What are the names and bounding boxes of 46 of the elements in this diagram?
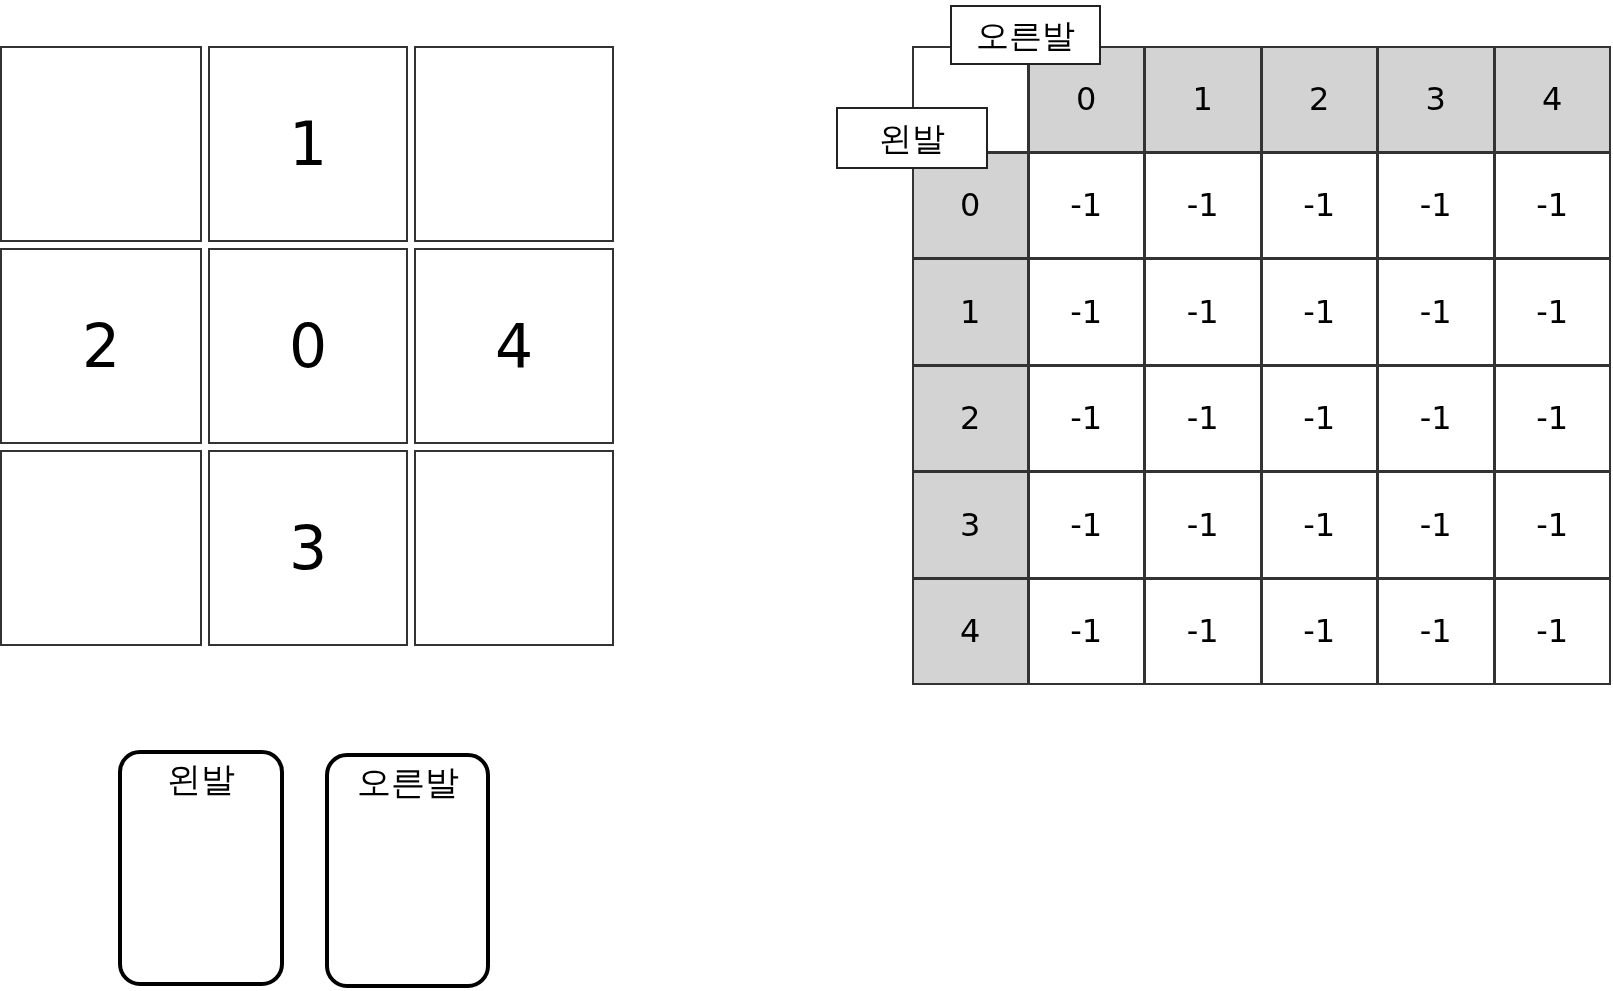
table-cell: -1 bbox=[1377, 471, 1495, 579]
grid-cell-box: 0 bbox=[208, 248, 408, 444]
table-header-cell: 1 bbox=[912, 258, 1029, 366]
table-cell: -1 bbox=[1260, 151, 1378, 259]
table-cell: -1 bbox=[1027, 577, 1145, 685]
table-cell: -1 bbox=[1144, 471, 1262, 579]
table-cell: -1 bbox=[1027, 258, 1145, 366]
table-header-cell: 4 bbox=[912, 577, 1029, 685]
table-cell: -1 bbox=[1260, 258, 1378, 366]
table-cell: -1 bbox=[1260, 471, 1378, 579]
table-header-cell: 3 bbox=[1377, 46, 1495, 153]
table-cell: -1 bbox=[1377, 258, 1495, 366]
grid-cell-box: 2 bbox=[0, 248, 202, 444]
grid-cell-box: 1 bbox=[208, 46, 408, 242]
table-header-cell: 4 bbox=[1493, 46, 1611, 153]
header-tag-box: 왼발 bbox=[836, 107, 988, 169]
table-cell: -1 bbox=[1144, 577, 1262, 685]
table-header-cell: 2 bbox=[912, 364, 1029, 472]
table-cell: -1 bbox=[1144, 364, 1262, 472]
table-cell: -1 bbox=[1377, 151, 1495, 259]
table-cell: -1 bbox=[1144, 151, 1262, 259]
table-cell: -1 bbox=[1027, 151, 1145, 259]
table-cell: -1 bbox=[1493, 471, 1611, 579]
header-tag-box: 오른발 bbox=[950, 5, 1101, 65]
empty-box bbox=[0, 46, 202, 242]
table-cell: -1 bbox=[1377, 577, 1495, 685]
rounded-card: 왼발 bbox=[118, 750, 284, 986]
table-header-cell: 1 bbox=[1144, 46, 1262, 153]
table-cell: -1 bbox=[1027, 364, 1145, 472]
table-header-cell: 3 bbox=[912, 471, 1029, 579]
grid-cell-box: 3 bbox=[208, 450, 408, 646]
table-cell: -1 bbox=[1493, 151, 1611, 259]
table-cell: -1 bbox=[1260, 577, 1378, 685]
table-header-cell: 2 bbox=[1260, 46, 1378, 153]
grid-cell-box: 4 bbox=[414, 248, 614, 444]
table-cell: -1 bbox=[1260, 364, 1378, 472]
table-cell: -1 bbox=[1493, 364, 1611, 472]
empty-box bbox=[414, 46, 614, 242]
table-cell: -1 bbox=[1377, 364, 1495, 472]
empty-box bbox=[414, 450, 614, 646]
empty-box bbox=[0, 450, 202, 646]
table-cell: -1 bbox=[1027, 471, 1145, 579]
table-cell: -1 bbox=[1144, 258, 1262, 366]
table-cell: -1 bbox=[1493, 577, 1611, 685]
rounded-card: 오른발 bbox=[325, 753, 490, 988]
table-cell: -1 bbox=[1493, 258, 1611, 366]
